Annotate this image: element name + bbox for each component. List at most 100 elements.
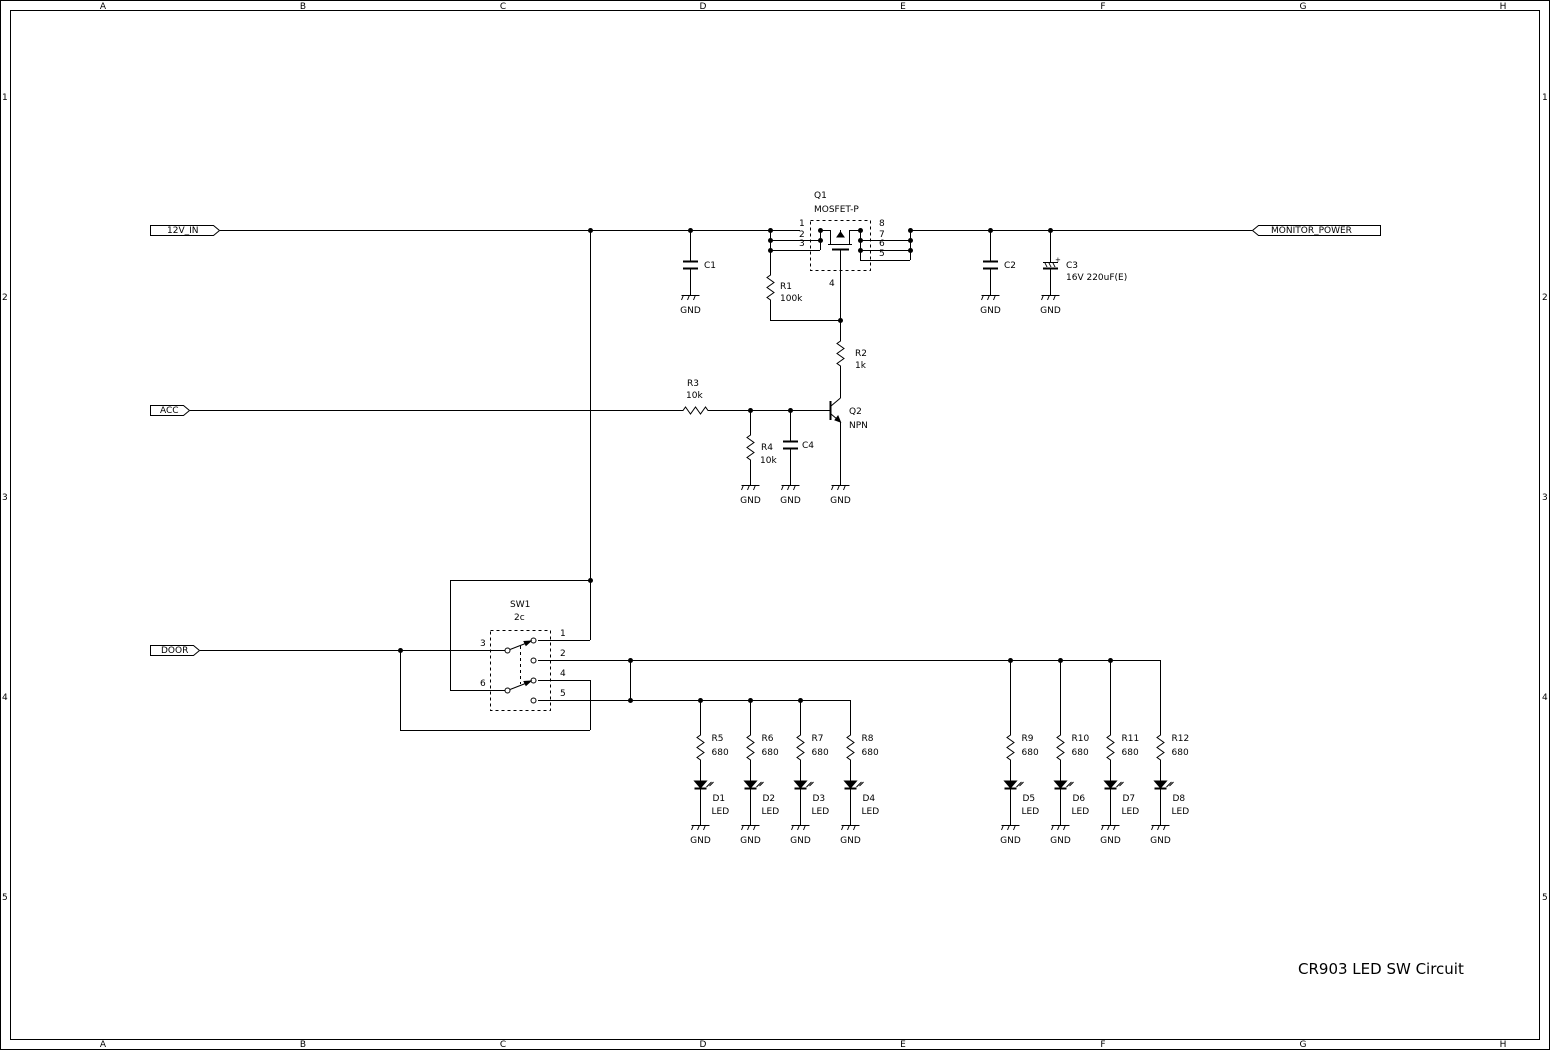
sw1-switch: SW1 2c 1 2 3 4 5 6	[480, 600, 566, 711]
sw1-pin-6: 6	[480, 679, 486, 689]
junction-dot	[818, 238, 823, 243]
led-value: LED	[1022, 807, 1040, 817]
gnd-label: GND	[1000, 836, 1021, 846]
frame-col-H-bottom: H	[1500, 1040, 1507, 1050]
junction-dot	[768, 238, 773, 243]
junction-dot	[398, 648, 403, 653]
q1-pin-5: 5	[879, 249, 885, 259]
port-door[interactable]: DOOR	[150, 645, 201, 657]
resistor-r6	[746, 732, 755, 762]
gnd-c4: GND	[780, 484, 801, 506]
junction-dot	[588, 578, 593, 583]
q1-pin-1: 1	[799, 219, 805, 229]
frame-col-G-bottom: G	[1300, 1040, 1307, 1050]
port-12v-in-label: 12V_IN	[167, 226, 199, 236]
led-ref: D1	[713, 794, 726, 804]
junction-dot	[788, 408, 793, 413]
frame-col-A-bottom: A	[100, 1040, 107, 1050]
frame-col-E-top: E	[900, 2, 906, 12]
led-value: LED	[812, 807, 830, 817]
gnd-led-1: GND	[690, 824, 711, 846]
frame-row-1-left: 1	[2, 93, 8, 103]
led-light-arrow	[806, 781, 812, 788]
c2-ref: C2	[1004, 261, 1016, 271]
q1-pin-8: 8	[879, 219, 885, 229]
gnd-label: GND	[840, 836, 861, 846]
junction-dot	[748, 698, 753, 703]
resistor-ref: R5	[712, 734, 724, 744]
junction-dot	[1108, 658, 1113, 663]
r4-value: 10k	[760, 456, 777, 466]
frame-col-E-bottom: E	[900, 1040, 906, 1050]
frame-row-2-left: 2	[2, 293, 8, 303]
led-light-arrow	[1016, 781, 1022, 788]
c1-ref: C1	[704, 261, 716, 271]
led-value: LED	[1072, 807, 1090, 817]
junction-dot	[818, 228, 823, 233]
sw1-pin-4: 4	[560, 669, 566, 679]
r3-resistor	[680, 406, 710, 415]
resistor-value: 680	[1022, 748, 1039, 758]
frame-col-A-top: A	[100, 2, 107, 12]
q1-pin-2: 2	[799, 230, 805, 240]
frame-row-2-right: 2	[1542, 293, 1548, 303]
gnd-label: GND	[1040, 306, 1061, 316]
frame-col-B-bottom: B	[300, 1040, 306, 1050]
c4-ref: C4	[802, 441, 814, 451]
led-diode-d8	[1153, 780, 1168, 789]
port-12v-in[interactable]: 12V_IN	[150, 225, 221, 237]
q1-ref: Q1	[814, 191, 827, 201]
frame-col-D-bottom: D	[700, 1040, 707, 1050]
r1-resistor	[766, 272, 775, 302]
gnd-c1: GND	[680, 294, 701, 316]
junction-dot	[858, 248, 863, 253]
frame-col-G-top: G	[1300, 2, 1307, 12]
led-ref: D7	[1123, 794, 1136, 804]
led-diode-d2	[743, 780, 758, 789]
junction-dot	[908, 228, 913, 233]
led-diode-d4	[843, 780, 858, 789]
led-light-arrow	[856, 781, 862, 788]
q1-outline	[810, 220, 871, 271]
frame-col-H-top: H	[1500, 2, 1507, 12]
frame-row-3-left: 3	[2, 493, 8, 503]
led-light-arrow	[756, 781, 762, 788]
wires	[190, 230, 1252, 731]
gnd-led-7: GND	[1100, 824, 1121, 846]
junction-dot	[908, 248, 913, 253]
resistor-ref: R8	[862, 734, 874, 744]
q2-value: NPN	[849, 421, 868, 431]
frame-col-B-top: B	[300, 2, 306, 12]
gnd-label: GND	[830, 496, 851, 506]
resistor-r8	[846, 732, 855, 762]
led-light-arrow	[1116, 781, 1122, 788]
frame-col-C-top: C	[500, 2, 506, 12]
r4-ref: R4	[761, 443, 773, 453]
q2-ref: Q2	[849, 407, 862, 417]
resistor-r7	[796, 732, 805, 762]
resistor-ref: R7	[812, 734, 824, 744]
sw1-pin-1: 1	[560, 629, 566, 639]
gnd-label: GND	[1150, 836, 1171, 846]
q1-pin-4: 4	[829, 279, 835, 289]
inner-border	[10, 10, 1540, 1040]
resistor-value: 680	[1072, 748, 1089, 758]
gnd-c2: GND	[980, 294, 1001, 316]
port-acc[interactable]: ACC	[150, 405, 191, 417]
gnd-led-8: GND	[1150, 824, 1171, 846]
port-monitor-power-label: MONITOR_POWER	[1271, 226, 1352, 236]
port-monitor-power[interactable]: MONITOR_POWER	[1251, 225, 1381, 237]
junctions	[398, 228, 1113, 703]
led-diode-d5	[1003, 780, 1018, 789]
gnd-led-4: GND	[840, 824, 861, 846]
r2-ref: R2	[855, 349, 867, 359]
c3-plus-sign: +	[1055, 256, 1061, 264]
frame-col-D-top: D	[700, 2, 707, 12]
junction-dot	[1058, 658, 1063, 663]
c4-capacitor: C4	[783, 440, 814, 451]
